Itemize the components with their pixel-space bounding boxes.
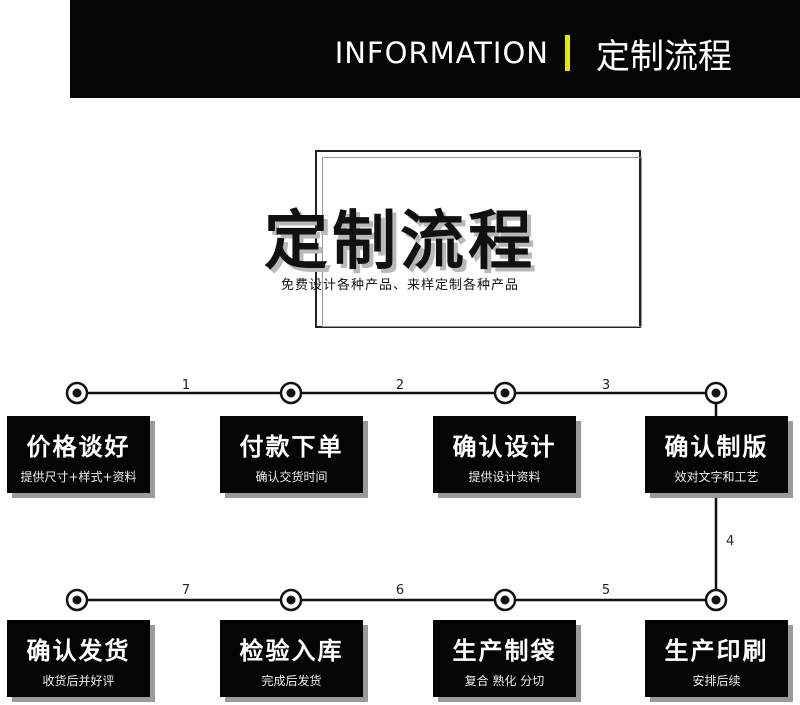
node-icon [65,588,89,612]
header-divider [565,35,570,71]
step-subtitle: 提供尺寸+样式+资料 [20,470,137,484]
step-subtitle: 完成后发货 [261,674,322,688]
step-subtitle: 效对文字和工艺 [674,470,759,484]
step-card: 生产印刷 安排后续 [645,620,788,697]
step-title: 生产印刷 [664,637,769,665]
step-title: 生产制袋 [452,637,557,665]
step-title: 确认设计 [452,433,557,461]
node-icon [279,381,303,405]
node-icon [65,381,89,405]
step-card: 付款下单 确认交货时间 [220,416,363,493]
connector-number: 2 [396,378,404,393]
step-card: 确认设计 提供设计资料 [433,416,576,493]
node-icon [493,588,517,612]
step-title: 检验入库 [239,637,344,665]
step-card: 生产制袋 复合 熟化 分切 [433,620,576,697]
step-subtitle: 确认交货时间 [255,470,328,484]
step-card: 确认发货 收货后并好评 [7,620,150,697]
step-title: 确认发货 [26,637,131,665]
flow-nodes [65,381,728,612]
connector-number: 6 [396,583,404,598]
connector-number: 7 [182,583,190,598]
connector-number: 4 [726,534,734,549]
hero-title: 定制流程 [264,205,536,279]
connector-number: 3 [602,378,610,393]
step-subtitle: 收货后并好评 [42,674,115,688]
connector-number: 1 [182,378,190,393]
node-icon [279,588,303,612]
step-card: 确认制版 效对文字和工艺 [645,416,788,493]
step-title: 付款下单 [239,433,344,461]
step-subtitle: 复合 熟化 分切 [464,674,545,688]
node-icon [493,381,517,405]
step-card: 价格谈好 提供尺寸+样式+资料 [7,416,150,493]
header-banner: INFORMATION 定制流程 [70,0,800,98]
title-frame [315,150,641,328]
title-frame-inner [322,157,642,327]
hero-subtitle: 免费设计各种产品、来样定制各种产品 [280,278,519,293]
step-title: 价格谈好 [26,433,131,461]
step-title: 确认制版 [664,433,769,461]
node-icon [704,588,728,612]
step-card: 检验入库 完成后发货 [220,620,363,697]
header-label-en: INFORMATION [334,36,549,70]
header-label-cn: 定制流程 [596,36,732,77]
step-subtitle: 安排后续 [692,674,741,688]
step-subtitle: 提供设计资料 [468,470,541,484]
connector-number: 5 [602,583,610,598]
node-icon [704,381,728,405]
